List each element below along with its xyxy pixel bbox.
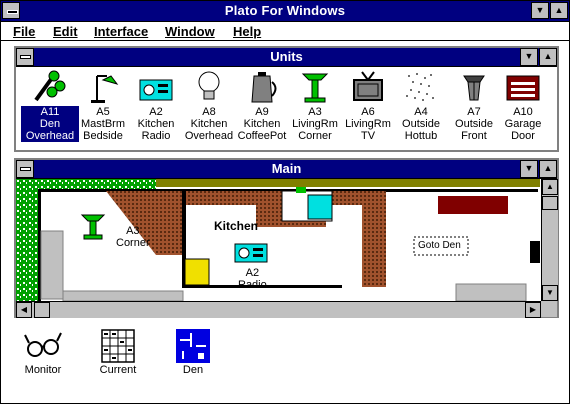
desk-lamp-icon — [83, 70, 123, 104]
unit-name: Door — [511, 130, 535, 142]
unit-room: LivingRm — [345, 118, 391, 130]
lamp-overhead-icon — [30, 70, 70, 104]
menu-interface[interactable]: Interface — [94, 24, 149, 39]
menu-edit[interactable]: Edit — [53, 24, 78, 39]
main-vertical-scrollbar[interactable]: ▲ ▼ — [541, 179, 558, 301]
goto-den-link[interactable]: Goto Den — [418, 240, 461, 251]
unit-a11[interactable]: A11 Den Overhead — [21, 70, 79, 142]
unit-room: Outside — [455, 118, 493, 130]
unit-a8[interactable]: A8 Kitchen Overhead — [180, 70, 238, 142]
unit-room: Outside — [402, 118, 440, 130]
floor-lamp-icon — [295, 70, 335, 104]
monitor-icon-label: Monitor — [24, 364, 62, 376]
current-icon-label: Current — [99, 364, 137, 376]
unit-name: Overhead — [184, 130, 234, 142]
menu-help[interactable]: Help — [233, 24, 262, 39]
unit-name: TV — [360, 130, 376, 142]
unit-room: Kitchen — [190, 118, 228, 130]
scroll-up-button[interactable]: ▲ — [542, 179, 558, 195]
maximize-button[interactable]: ▲ — [550, 2, 568, 19]
unit-room: Kitchen — [243, 118, 281, 130]
main-minimize-button[interactable]: ▼ — [520, 160, 538, 178]
tv-icon — [348, 70, 388, 104]
unit-room: Garage — [504, 118, 542, 130]
app-title: Plato For Windows — [224, 3, 346, 18]
unit-room: Den — [21, 118, 79, 130]
main-window: Main ▼ ▲ — [14, 158, 559, 318]
kitchen-label: Kitchen — [214, 219, 259, 233]
scroll-down-button[interactable]: ▼ — [542, 285, 558, 301]
units-title-bar[interactable]: Units ▼ ▲ — [16, 48, 557, 67]
units-system-menu-button[interactable] — [16, 48, 34, 66]
vertical-scroll-thumb[interactable] — [542, 196, 558, 210]
main-system-menu-button[interactable] — [16, 160, 34, 178]
unit-name: Overhead — [21, 130, 79, 142]
unit-a4[interactable]: A4 Outside Hottub — [392, 70, 450, 142]
unit-a7[interactable]: A7 Outside Front — [445, 70, 503, 142]
unit-room: MastBrm — [81, 118, 125, 130]
unit-id: A6 — [361, 106, 375, 118]
system-menu-button[interactable] — [2, 2, 20, 19]
unit-id: A4 — [414, 106, 428, 118]
unit-id: A5 — [96, 106, 110, 118]
main-title: Main — [271, 161, 302, 176]
radio-unit-label: A2 Radio — [238, 267, 267, 291]
unit-a10[interactable]: A10 Garage Door — [494, 70, 552, 142]
menu-bar: File Edit Interface Window Help — [1, 22, 569, 41]
unit-name: Corner — [298, 130, 332, 142]
floor-plan[interactable]: A3 Corner Kitchen A2 Radio Goto Den — [16, 179, 540, 301]
unit-a9[interactable]: A9 Kitchen CoffeePot — [233, 70, 291, 142]
unit-id: A3 — [308, 106, 322, 118]
scrollbar-corner — [541, 301, 557, 317]
porch-light-icon — [454, 70, 494, 104]
scroll-right-button[interactable]: ▶ — [525, 302, 541, 318]
scroll-left-button[interactable]: ◀ — [16, 302, 32, 318]
corner-lamp-icon[interactable] — [82, 215, 104, 239]
glasses-icon[interactable] — [23, 329, 63, 363]
coffee-pot-icon — [242, 70, 282, 104]
unit-name: Bedside — [83, 130, 123, 142]
units-maximize-button[interactable]: ▲ — [539, 48, 557, 66]
unit-a3[interactable]: A3 LivingRm Corner — [286, 70, 344, 142]
units-minimize-button[interactable]: ▼ — [520, 48, 538, 66]
main-maximize-button[interactable]: ▲ — [539, 160, 557, 178]
unit-room: Kitchen — [137, 118, 175, 130]
unit-a2[interactable]: A2 Kitchen Radio — [127, 70, 185, 142]
unit-id: A8 — [202, 106, 216, 118]
app-title-bar[interactable]: Plato For Windows ▼ ▲ — [1, 1, 569, 22]
radio-icon — [136, 70, 176, 104]
radio-icon[interactable] — [235, 244, 267, 262]
unit-id: A9 — [255, 106, 269, 118]
unit-a6[interactable]: A6 LivingRm TV — [339, 70, 397, 142]
unit-name: Front — [461, 130, 487, 142]
hottub-icon — [401, 70, 441, 104]
unit-room: LivingRm — [292, 118, 338, 130]
unit-id: A2 — [149, 106, 163, 118]
units-window: Units ▼ ▲ A11 Den Overhead — [14, 46, 559, 152]
unit-id: A10 — [513, 106, 533, 118]
floorplan-icon[interactable] — [176, 329, 210, 363]
unit-id: A7 — [467, 106, 481, 118]
light-bulb-icon — [189, 70, 229, 104]
unit-name: Hottub — [404, 130, 438, 142]
menu-file[interactable]: File — [13, 24, 36, 39]
den-icon-label: Den — [182, 364, 204, 376]
unit-name: CoffeePot — [237, 130, 287, 142]
main-title-bar[interactable]: Main ▼ ▲ — [16, 160, 557, 179]
minimize-button[interactable]: ▼ — [531, 2, 549, 19]
unit-name: Radio — [141, 130, 171, 142]
unit-id: A11 — [21, 106, 79, 118]
unit-a5[interactable]: A5 MastBrm Bedside — [74, 70, 132, 142]
corner-unit-label: A3 Corner — [116, 225, 150, 249]
grid-icon[interactable] — [101, 329, 135, 363]
floor-plan-drawing — [16, 179, 540, 301]
units-title: Units — [270, 49, 303, 64]
garage-door-icon — [503, 70, 543, 104]
main-horizontal-scrollbar[interactable]: ◀ ▶ — [16, 301, 541, 318]
menu-window[interactable]: Window — [165, 24, 215, 39]
horizontal-scroll-thumb[interactable] — [34, 302, 50, 318]
